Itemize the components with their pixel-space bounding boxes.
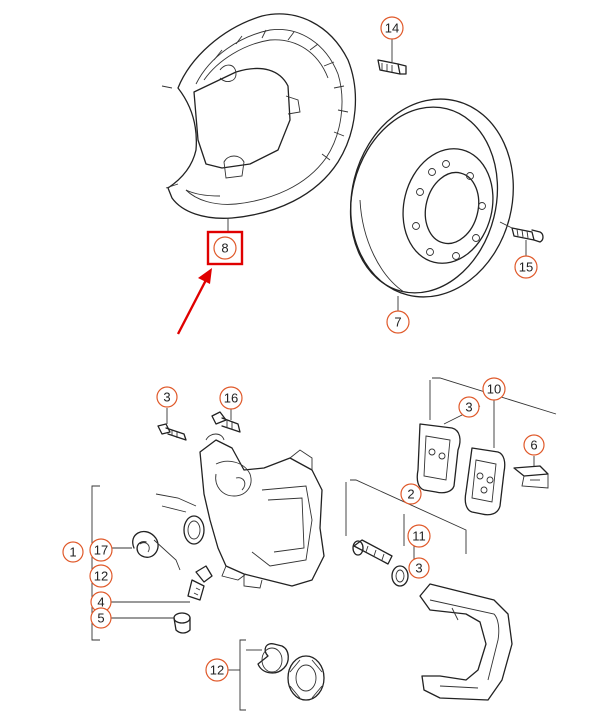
svg-text:12: 12 — [210, 663, 224, 678]
svg-text:2: 2 — [407, 487, 414, 502]
callout-10: 10 — [482, 377, 506, 401]
bolt-16 — [211, 408, 241, 433]
callout-5: 5 — [90, 607, 112, 629]
pad-clip — [513, 456, 549, 489]
bolt-14 — [377, 38, 407, 75]
callout-17: 17 — [89, 538, 113, 562]
svg-text:5: 5 — [97, 611, 104, 626]
callout-14: 14 — [380, 16, 404, 40]
svg-text:6: 6 — [530, 438, 537, 453]
caliper-carrier — [419, 583, 513, 701]
callout-15: 15 — [514, 255, 538, 279]
callout-11: 11 — [407, 524, 431, 548]
callout-8: 8 — [213, 236, 237, 260]
brake-disc — [349, 98, 514, 312]
splash-plate — [161, 13, 356, 232]
callout-2: 2 — [400, 483, 422, 505]
bolt-3-top — [157, 408, 187, 441]
callout-3-top: 3 — [156, 386, 178, 408]
svg-text:16: 16 — [224, 391, 238, 406]
svg-text:7: 7 — [394, 315, 401, 330]
svg-text:3: 3 — [163, 390, 170, 405]
bolt-15 — [499, 221, 544, 256]
callout-1: 1 — [62, 541, 84, 563]
svg-text:10: 10 — [487, 382, 501, 397]
svg-text:14: 14 — [385, 21, 399, 36]
left-leaders — [91, 485, 190, 641]
callout-7: 7 — [386, 310, 410, 334]
callout-16: 16 — [219, 386, 243, 410]
repair-kit — [228, 639, 325, 711]
caliper-coil — [183, 515, 205, 545]
caliper-spring — [132, 493, 197, 571]
callout-3-pin: 3 — [408, 557, 430, 579]
bleeder-valve — [187, 565, 213, 601]
callout-12-kit: 12 — [205, 658, 229, 682]
caliper-body — [199, 433, 325, 589]
brake-pads — [416, 377, 557, 516]
highlight-arrow — [176, 268, 212, 335]
svg-text:8: 8 — [221, 241, 228, 256]
svg-text:15: 15 — [519, 260, 533, 275]
svg-text:3: 3 — [465, 400, 472, 415]
callout-12-left: 12 — [89, 564, 113, 588]
svg-text:17: 17 — [94, 543, 108, 558]
svg-text:11: 11 — [412, 529, 426, 544]
bleeder-cap — [173, 612, 191, 634]
highlight-box — [206, 230, 244, 266]
svg-text:1: 1 — [69, 545, 76, 560]
svg-text:12: 12 — [94, 569, 108, 584]
svg-text:3: 3 — [415, 561, 422, 576]
guide-pin — [345, 479, 467, 587]
svg-text:4: 4 — [97, 595, 104, 610]
callout-6: 6 — [523, 434, 545, 456]
callout-3-pads: 3 — [458, 396, 480, 418]
